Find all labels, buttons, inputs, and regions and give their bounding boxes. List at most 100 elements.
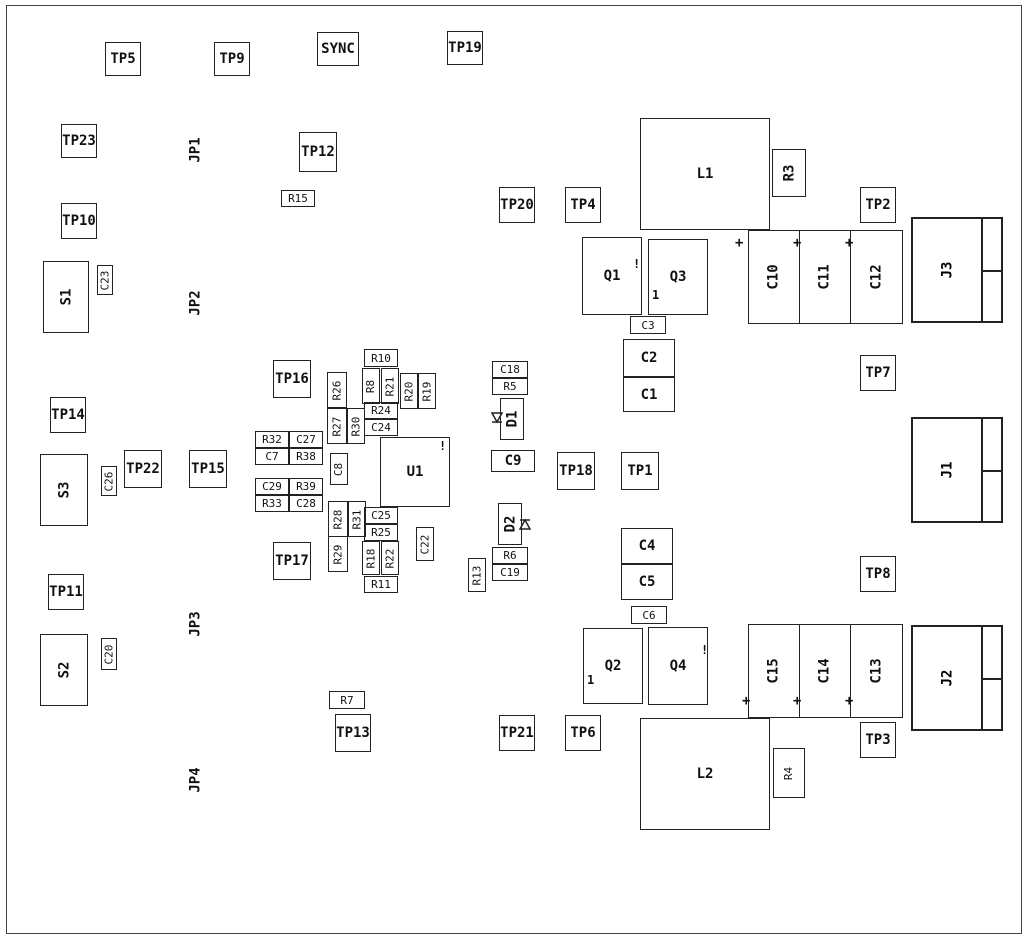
testpoint-tp7: TP7 — [860, 355, 896, 391]
resistor-r33: R33 — [255, 495, 289, 512]
label: TP13 — [336, 725, 370, 741]
capacitor-c26: C26 — [101, 466, 117, 496]
capacitor-c19: C19 — [492, 564, 528, 581]
switch-s1: S1 — [43, 261, 89, 333]
polarity-plus-c14: + — [793, 693, 802, 709]
capacitor-c2: C2 — [623, 339, 675, 377]
label: C19 — [500, 566, 520, 579]
pin1-mark-q3: 1 — [652, 288, 660, 302]
label: R15 — [288, 192, 308, 205]
jumper-jp4: JP4 — [187, 767, 204, 793]
capacitor-c22: C22 — [416, 527, 434, 561]
label: R27 — [330, 416, 344, 436]
resistor-r6: R6 — [492, 547, 528, 564]
label: R26 — [330, 380, 344, 400]
capacitor-c14: C14 — [799, 624, 851, 718]
label: TP23 — [62, 133, 96, 149]
capacitor-c28: C28 — [289, 495, 323, 512]
diode-d2: D2 — [498, 503, 522, 545]
label: R24 — [371, 404, 391, 417]
testpoint-tp9: TP9 — [214, 42, 250, 76]
label: C3 — [641, 318, 655, 332]
diode-d1: D1 — [500, 398, 524, 440]
label: Q2 — [604, 658, 622, 674]
capacitor-c5: C5 — [621, 564, 673, 600]
capacitor-c9: C9 — [491, 450, 535, 472]
label: R32 — [262, 433, 282, 446]
label: R39 — [296, 480, 316, 493]
capacitor-c3: C3 — [630, 316, 666, 334]
testpoint-tp20: TP20 — [499, 187, 535, 223]
polarity-plus-c12: + — [845, 235, 854, 251]
capacitor-c8: C8 — [330, 453, 348, 485]
capacitor-c29: C29 — [255, 478, 289, 495]
label: R10 — [371, 351, 391, 365]
label: TP1 — [627, 463, 653, 479]
polarity-plus-c13: + — [845, 693, 854, 709]
label: TP16 — [275, 371, 309, 387]
label-text: J3 — [938, 261, 955, 279]
switch-s2: S2 — [40, 634, 88, 706]
transistor-q4: Q4 — [648, 627, 708, 705]
capacitor-c12: C12 — [850, 230, 903, 324]
label: C11 — [816, 264, 833, 290]
resistor-r10: R10 — [364, 349, 398, 367]
label: C22 — [418, 534, 432, 554]
testpoint-tp12: TP12 — [299, 132, 337, 172]
resistor-r3: R3 — [772, 149, 806, 197]
label: TP11 — [49, 584, 83, 600]
resistor-r28: R28 — [328, 501, 348, 537]
capacitor-c18: C18 — [492, 361, 528, 378]
label: J1 — [913, 419, 981, 521]
label: TP21 — [500, 725, 534, 741]
label: Q4 — [669, 658, 687, 674]
label: J2 — [913, 627, 981, 729]
capacitor-c20: C20 — [101, 638, 117, 670]
label: TP19 — [448, 40, 482, 56]
label: C15 — [765, 658, 782, 684]
testpoint-tp14: TP14 — [50, 397, 86, 433]
testpoint-tp18: TP18 — [557, 452, 595, 490]
capacitor-c24: C24 — [364, 419, 398, 436]
label: TP20 — [500, 197, 534, 213]
label: S3 — [55, 481, 72, 499]
ic-u1: U1 — [380, 437, 450, 507]
diode-d2-symbol — [519, 518, 531, 530]
testpoint-tp6: TP6 — [565, 715, 601, 751]
label: L1 — [696, 166, 714, 182]
polarity-plus-c11: + — [793, 235, 802, 251]
testpoint-tp19: TP19 — [447, 31, 483, 65]
capacitor-c27: C27 — [289, 431, 323, 448]
label: C23 — [98, 270, 112, 290]
label: SYNC — [321, 41, 355, 57]
label: R20 — [402, 381, 416, 401]
resistor-r4: R4 — [773, 748, 805, 798]
testpoint-tp1: TP1 — [621, 452, 659, 490]
label: C1 — [640, 386, 658, 403]
pin1-mark-q4: ! — [701, 643, 709, 657]
divider — [983, 470, 1001, 472]
testpoint-tp2: TP2 — [860, 187, 896, 223]
resistor-r8: R8 — [362, 368, 380, 404]
label: R5 — [503, 380, 517, 393]
label: Q3 — [669, 269, 687, 285]
resistor-r25: R25 — [364, 524, 398, 541]
label: C6 — [642, 608, 656, 622]
label: L2 — [696, 766, 714, 782]
testpoint-tp17: TP17 — [273, 542, 311, 580]
label: TP5 — [110, 51, 136, 67]
capacitor-c11: C11 — [799, 230, 851, 324]
connector-tab — [981, 219, 1001, 321]
label: C28 — [296, 497, 316, 510]
resistor-r5: R5 — [492, 378, 528, 395]
label: R22 — [383, 548, 397, 568]
testpoint-tp23: TP23 — [61, 124, 97, 158]
connector-tab — [981, 419, 1001, 521]
label: TP18 — [559, 463, 593, 479]
label: R38 — [296, 450, 316, 463]
label: TP3 — [865, 732, 891, 748]
label: R30 — [349, 416, 363, 436]
resistor-r22: R22 — [381, 541, 399, 575]
resistor-r15: R15 — [281, 190, 315, 207]
label: TP8 — [865, 566, 891, 582]
